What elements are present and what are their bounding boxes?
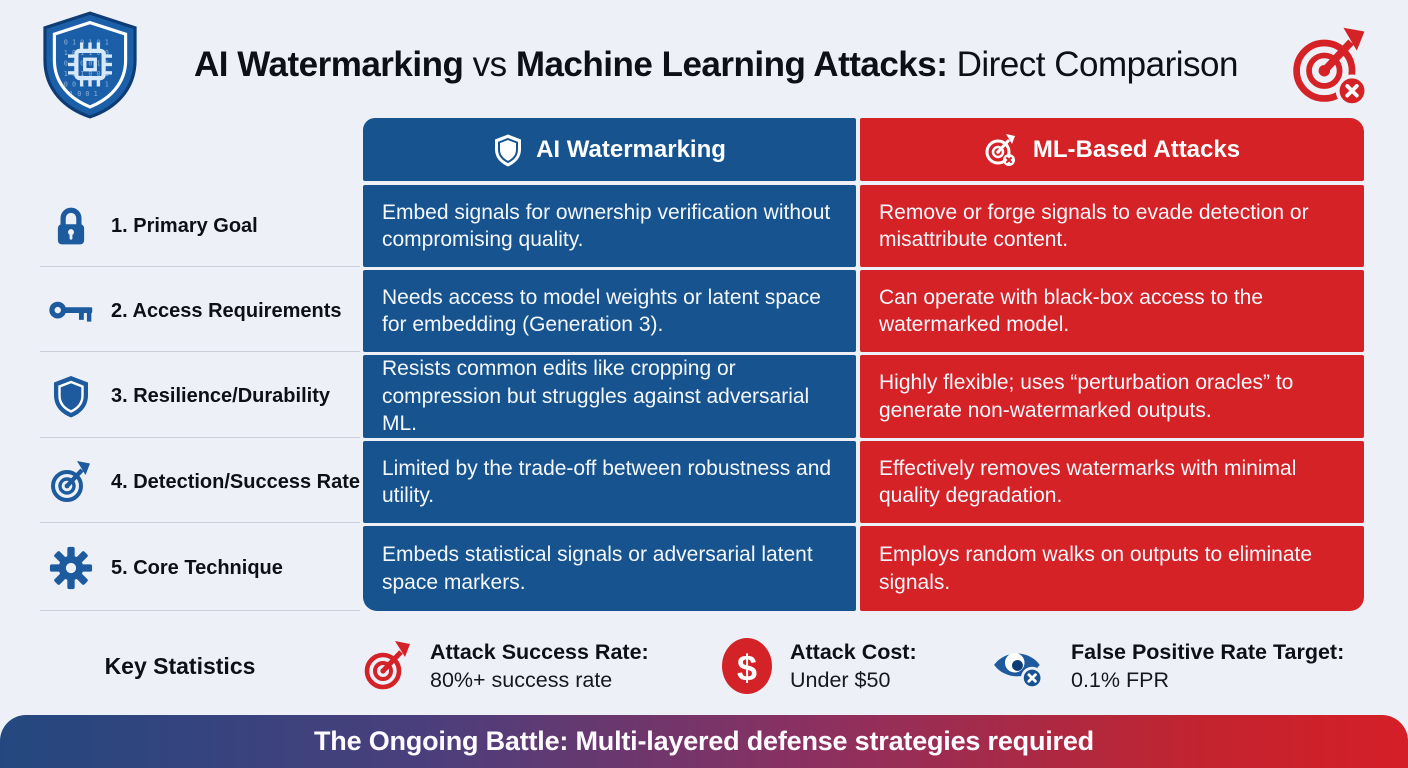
cell-text: Remove or forge signals to evade detecti… <box>879 200 1309 252</box>
target-icon <box>48 458 94 506</box>
row-label-access-requirements: 2. Access Requirements <box>40 270 360 352</box>
row-label-text: 5. Core Technique <box>111 557 283 579</box>
eye-blocked-icon <box>994 652 1044 690</box>
svg-text:1 0 0 1: 1 0 0 1 <box>69 90 98 98</box>
table-header-row: AI Watermarking ML-Based Attacks <box>40 118 1364 181</box>
row-label-text: 1. Primary Goal <box>111 214 258 237</box>
dollar-icon: $ <box>722 638 772 694</box>
svg-text:1 0 1 0 0 1: 1 0 1 0 0 1 <box>64 70 109 78</box>
target-icon <box>985 133 1015 166</box>
stat-title: False Positive Rate Target: <box>1071 640 1345 664</box>
stat-title: Attack Cost: <box>790 640 917 664</box>
column-header-watermarking: AI Watermarking <box>363 118 856 181</box>
watermarking-cell: Resists common edits like cropping or co… <box>363 355 856 438</box>
watermarking-cell: Limited by the trade-off between robustn… <box>363 441 856 523</box>
svg-text:0 1 0 1 0 1: 0 1 0 1 0 1 <box>64 39 109 47</box>
row-label-text: 3. Resilience/Durability <box>111 385 330 407</box>
cell-text: Needs access to model weights or latent … <box>382 285 821 337</box>
watermarking-cell: Needs access to model weights or latent … <box>363 270 856 352</box>
attacks-cell: Employs random walks on outputs to elimi… <box>860 526 1364 611</box>
row-label-text: 2. Access Requirements <box>111 299 342 322</box>
attacks-cell: Can operate with black-box access to the… <box>860 270 1364 352</box>
column-header-label: AI Watermarking <box>536 135 726 163</box>
cell-text: Can operate with black-box access to the… <box>879 285 1264 337</box>
footer-text: The Ongoing Battle: Multi-layered defens… <box>314 726 1094 756</box>
watermarking-cell: Embeds statistical signals or adversaria… <box>363 526 856 611</box>
cell-text: Effectively removes watermarks with mini… <box>879 456 1297 508</box>
key-statistics-label: Key Statistics <box>104 652 256 679</box>
row-label-core-technique: 5. Core Technique <box>40 526 360 611</box>
target-crossed-icon <box>1293 27 1369 108</box>
stat-value: 0.1% FPR <box>1071 668 1169 692</box>
stat-value: Under $50 <box>790 668 891 692</box>
stat-value: 80%+ success rate <box>430 668 613 692</box>
header-spacer <box>40 118 360 181</box>
shield-icon <box>48 372 94 420</box>
title-segment: Machine Learning Attacks: <box>515 45 948 84</box>
title-segment: Direct Comparison <box>947 45 1239 84</box>
row-label-detection-rate: 4. Detection/Success Rate <box>40 441 360 523</box>
shield-icon <box>495 134 522 166</box>
footer-banner: The Ongoing Battle: Multi-layered defens… <box>0 715 1408 768</box>
cell-text: Embed signals for ownership verification… <box>382 200 831 252</box>
target-arrow-icon <box>364 641 410 690</box>
row-label-text: 4. Detection/Success Rate <box>111 470 360 493</box>
stat-text: Attack Success Rate: 80%+ success rate <box>430 638 649 694</box>
table-row: 1. Primary Goal Embed signals for owners… <box>40 185 1364 267</box>
svg-text:$: $ <box>737 648 757 689</box>
stat-text: Attack Cost: Under $50 <box>790 638 917 694</box>
watermarking-cell: Embed signals for ownership verification… <box>363 185 856 267</box>
row-label-resilience: 3. Resilience/Durability <box>40 355 360 438</box>
table-row: 2. Access Requirements Needs access to m… <box>40 270 1364 352</box>
table-row: 4. Detection/Success Rate Limited by the… <box>40 441 1364 523</box>
key-statistics: Key Statistics Attack Success Rate: 80%+… <box>40 622 1364 710</box>
svg-text:0 0 1 1 0 1: 0 0 1 1 0 1 <box>64 80 109 88</box>
cell-text: Resists common edits like cropping or co… <box>382 357 810 436</box>
attacks-cell: Remove or forge signals to evade detecti… <box>860 185 1364 267</box>
stat-attack-cost: $ Attack Cost: Under $50 <box>721 622 917 710</box>
page-title: AI Watermarking vs Machine Learning Atta… <box>158 45 1274 85</box>
comparison-table: AI Watermarking ML-Based Attacks <box>40 118 1364 614</box>
stat-attack-success-rate: Attack Success Rate: 80%+ success rate <box>363 622 649 710</box>
cell-text: Highly flexible; uses “perturbation orac… <box>879 371 1294 422</box>
title-segment: vs <box>463 45 516 84</box>
cell-text: Limited by the trade-off between robustn… <box>382 456 832 508</box>
column-header-label: ML-Based Attacks <box>1032 135 1241 163</box>
header: 0 1 0 1 0 1 1 0 1 1 0 0 0 1 0 0 1 1 1 0 … <box>36 10 1374 120</box>
svg-text:1 0 1 1 0 0: 1 0 1 1 0 0 <box>64 49 109 57</box>
row-label-primary-goal: 1. Primary Goal <box>40 185 360 267</box>
table-row: 5. Core Technique Embeds statistical sig… <box>40 526 1364 611</box>
key-icon <box>48 287 94 335</box>
attacks-cell: Effectively removes watermarks with mini… <box>860 441 1364 523</box>
title-segment: AI Watermarking <box>194 45 464 84</box>
stat-text: False Positive Rate Target: 0.1% FPR <box>1071 638 1344 694</box>
lock-icon <box>48 202 94 250</box>
cell-text: Embeds statistical signals or adversaria… <box>382 543 813 594</box>
attacks-cell: Highly flexible; uses “perturbation orac… <box>860 355 1364 438</box>
table-row: 3. Resilience/Durability Resists common … <box>40 355 1364 438</box>
shield-chip-icon: 0 1 0 1 0 1 1 0 1 1 0 0 0 1 0 0 1 1 1 0 … <box>43 11 137 119</box>
cell-text: Employs random walks on outputs to elimi… <box>879 543 1313 594</box>
column-header-attacks: ML-Based Attacks <box>860 118 1364 181</box>
stat-false-positive-rate: False Positive Rate Target: 0.1% FPR <box>982 622 1344 710</box>
gear-icon <box>48 544 94 592</box>
stat-title: Attack Success Rate: <box>430 640 649 664</box>
